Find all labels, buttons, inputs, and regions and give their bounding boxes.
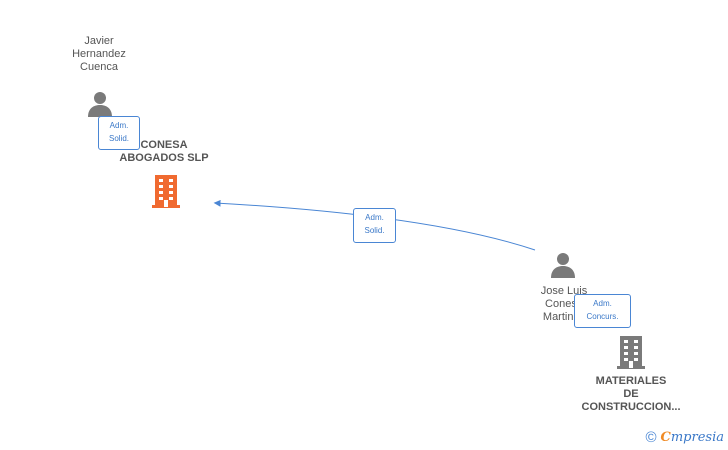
copyright-icon: © xyxy=(645,429,657,446)
brand-logo: Cmpresia xyxy=(661,430,725,445)
brand-logo-initial: C xyxy=(660,430,671,445)
building-icon[interactable] xyxy=(150,173,182,209)
role-badge-jose-materiales[interactable]: Adm. Concurs. xyxy=(574,294,631,328)
footer-branding: © Cmpresia xyxy=(645,429,724,446)
person-name-javier[interactable]: Javier Hernandez Cuenca xyxy=(72,35,126,73)
company-name-materiales[interactable]: MATERIALES DE CONSTRUCCION... xyxy=(581,375,681,413)
building-icon[interactable] xyxy=(615,334,647,370)
role-badge-jose-conesa[interactable]: Adm. Solid. xyxy=(353,208,396,243)
company-name-conesa-abogados[interactable]: CONESA ABOGADOS SLP xyxy=(119,139,209,164)
brand-logo-text: mpresia xyxy=(670,430,724,445)
role-badge-javier-conesa[interactable]: Adm. Solid. xyxy=(98,116,140,150)
person-icon[interactable] xyxy=(549,250,577,278)
person-icon[interactable] xyxy=(86,89,114,117)
edge-jose-to-conesa xyxy=(213,199,536,251)
